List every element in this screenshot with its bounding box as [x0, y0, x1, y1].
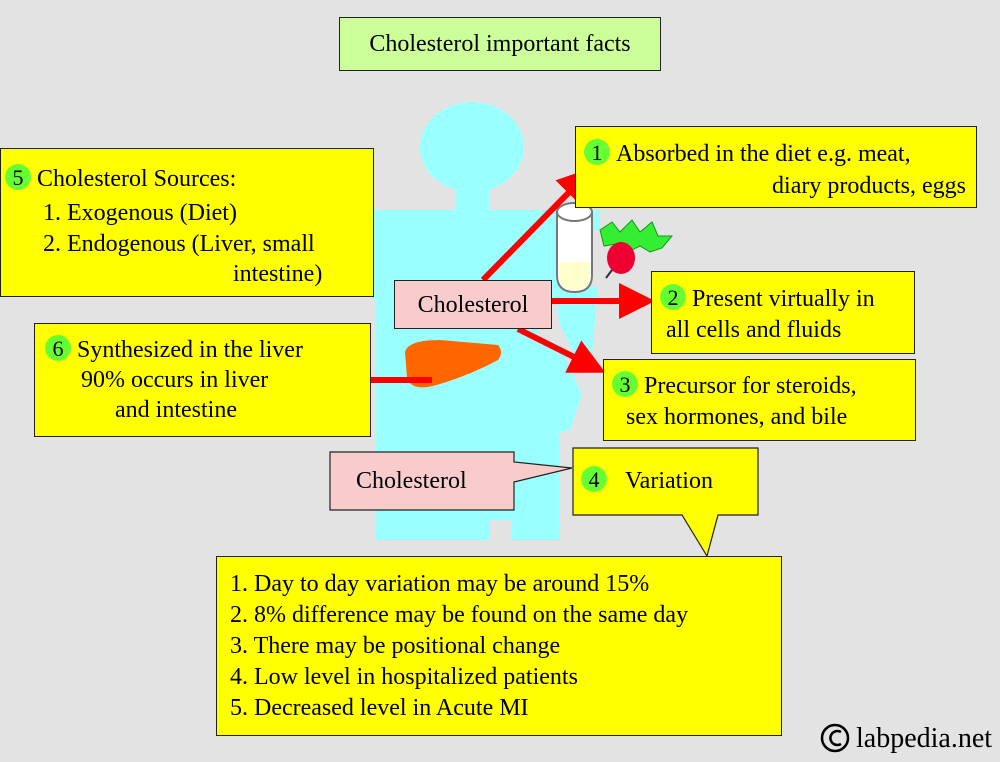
fact-2-line-2: all cells and fluids — [666, 317, 842, 343]
variation-item-1: 1. Day to day variation may be around 15… — [230, 571, 650, 597]
fact-3-number: 3 — [612, 371, 638, 397]
fact-1-line-2: diary products, eggs — [772, 173, 966, 199]
fact-5-number: 5 — [5, 164, 31, 190]
fact-5-line-4: intestine) — [233, 261, 323, 287]
copyright-text: labpedia.net — [856, 723, 993, 754]
arrow-to-fact-1 — [480, 167, 594, 283]
fact-6-line-1: Synthesized in the liver — [77, 337, 303, 363]
fact-2-number: 2 — [660, 284, 686, 310]
fact-4-label: 4 Variation — [581, 466, 713, 496]
vegetable-icon — [599, 219, 674, 279]
liver-icon — [405, 340, 501, 388]
variation-callout-shape — [572, 447, 759, 558]
variation-list-box: 1. Day to day variation may be around 15… — [216, 556, 782, 736]
fact-1-number: 1 — [584, 139, 610, 165]
fact-4-line-1: Variation — [625, 468, 713, 494]
fact-5-line-3: 2. Endogenous (Liver, small — [43, 231, 315, 257]
cholesterol-callout-label: Cholesterol — [356, 468, 467, 494]
variation-item-2: 2. 8% difference may be found on the sam… — [230, 602, 689, 628]
variation-item-3: 3. There may be positional change — [230, 633, 561, 659]
page-title: Cholesterol important facts — [339, 17, 661, 71]
fact-3-line-1: Precursor for steroids, — [644, 373, 857, 399]
variation-item-5: 5. Decreased level in Acute MI — [230, 695, 529, 721]
fact-5-line-1: Cholesterol Sources: — [37, 166, 237, 192]
fact-4-number: 4 — [581, 466, 607, 492]
variation-item-4: 4. Low level in hospitalized patients — [230, 664, 578, 690]
fact-6-number: 6 — [45, 335, 71, 361]
fact-6-line-2: 90% occurs in liver — [81, 367, 269, 393]
arrow-to-fact-3 — [516, 326, 606, 373]
fact-1-line-1: Absorbed in the diet e.g. meat, — [616, 141, 911, 167]
fact-5-line-2: 1. Exogenous (Diet) — [43, 200, 237, 226]
cholesterol-center-label: Cholesterol — [394, 280, 552, 329]
fact-2-line-1: Present virtually in — [692, 286, 875, 312]
fact-3-line-2: sex hormones, and bile — [626, 404, 848, 430]
test-tube-icon — [556, 202, 593, 294]
fact-6-line-3: and intestine — [115, 397, 237, 423]
cholesterol-callout-shape — [329, 451, 573, 511]
copyright-icon — [820, 723, 850, 753]
